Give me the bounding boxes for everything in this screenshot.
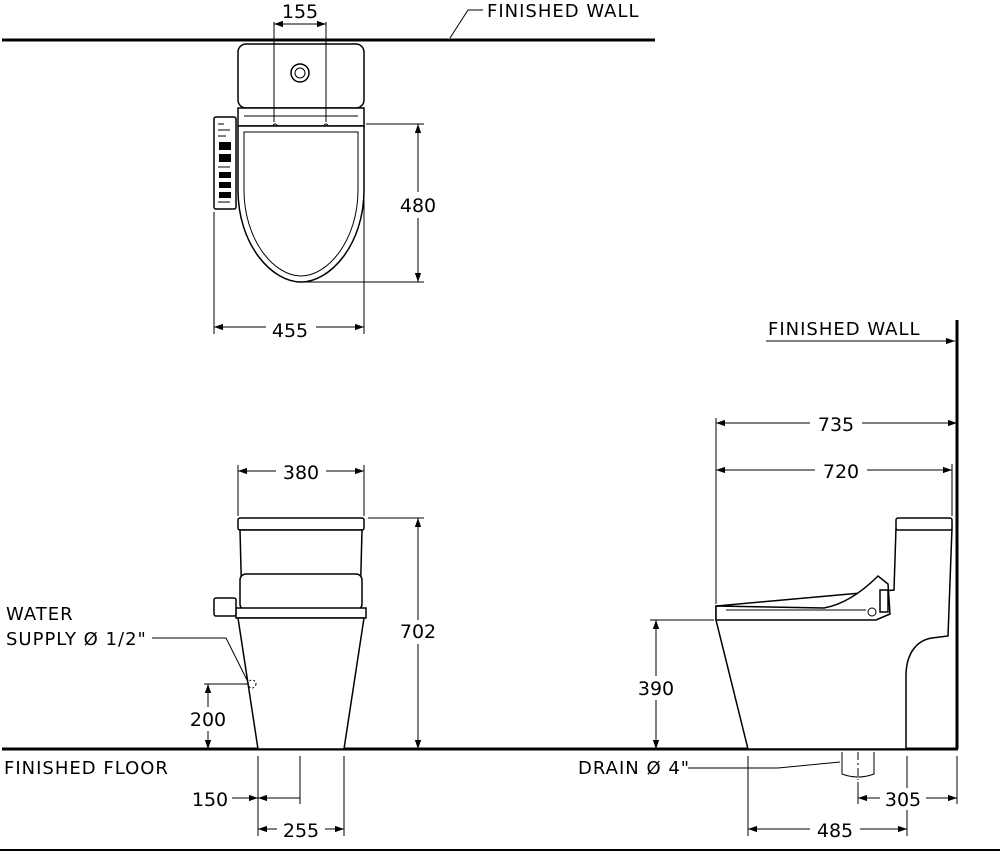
dim-body-depth: 720 [823,461,859,483]
tank-lid-front [237,517,365,531]
drain-label: DRAIN Ø 4" [578,758,690,779]
dim-total-width: 455 [272,320,308,342]
drain-label-leader [688,761,841,769]
dim-overall-depth: 735 [818,414,854,436]
water-supply-leader [152,637,249,683]
tank-lid-side [895,517,953,531]
dim-flush-spacing: 155 [282,1,318,23]
dim-base-width: 255 [283,820,319,842]
flush-button-icon [290,63,310,83]
water-supply-label-1: WATER [6,604,74,625]
dim-seat-height: 390 [638,678,674,700]
drain-pipe-icon [841,752,875,778]
seat-lid-top [237,125,365,283]
top-view: FINISHED WALL 155 [2,1,655,342]
toilet-body-side [715,527,953,750]
wall-label-side: FINISHED WALL [768,319,921,340]
wall-label-leader-top [449,9,483,39]
floor-label: FINISHED FLOOR [4,758,169,779]
seat-hinge-top [237,107,365,127]
dim-seat-depth: 480 [400,195,436,217]
dim-base-depth: 485 [817,820,853,842]
control-panel [213,116,237,210]
dim-supply-height: 200 [190,709,226,731]
dim-tank-width: 380 [283,462,319,484]
bowl-front [237,617,365,750]
wall-label-top: FINISHED WALL [487,1,640,22]
dim-rough-in: 305 [885,789,921,811]
side-view: FINISHED WALL DRAIN Ø 4" 735 720 390 [578,319,959,842]
dim-supply-offset: 150 [192,789,228,811]
seat-front [239,573,363,611]
dim-total-height: 702 [400,621,436,643]
water-supply-label-2: SUPPLY Ø 1/2" [6,629,147,650]
bidet-seat-side [715,574,891,621]
front-view: FINISHED FLOOR WATER SUPPLY Ø 1/2" 380 7… [2,461,958,842]
